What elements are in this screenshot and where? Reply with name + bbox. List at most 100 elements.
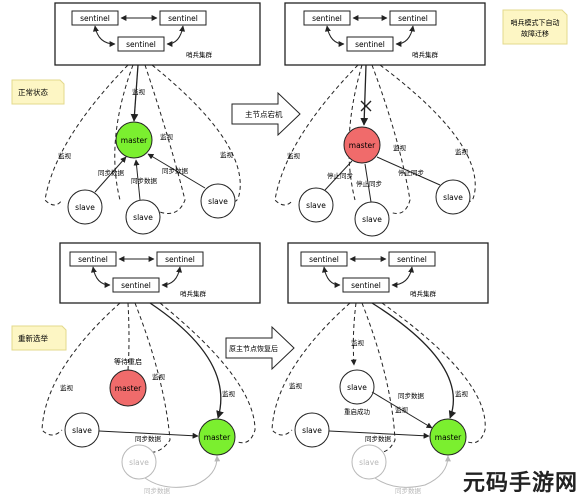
- monitor-label: 监视: [455, 389, 469, 398]
- sentinel-label: sentinel: [355, 40, 385, 49]
- cluster-label: 哨兵集群: [410, 289, 437, 298]
- failure-cross-icon: [360, 100, 372, 112]
- sentinel-label: sentinel: [80, 14, 110, 23]
- sentinel-label: sentinel: [312, 14, 342, 23]
- note-normal: 正常状态: [11, 79, 65, 105]
- slave-node: [64, 412, 100, 448]
- sync-label-faded: 同步数据: [395, 486, 422, 495]
- slave-node: [67, 189, 103, 225]
- master-node: [115, 121, 153, 159]
- stop-sync-label: 停止同步: [327, 171, 354, 180]
- cluster-label: 哨兵集群: [186, 50, 213, 59]
- monitor-label: 监视: [351, 338, 365, 347]
- sentinel-label: sentinel: [351, 281, 381, 290]
- slave-node-faded: [351, 444, 387, 480]
- cluster-label: 哨兵集群: [180, 289, 207, 298]
- monitor-label: 监视: [58, 151, 72, 160]
- slave-label: slave: [347, 383, 367, 392]
- monitor-label: 监视: [222, 389, 236, 398]
- slave-node: [294, 412, 330, 448]
- monitor-label: 监视: [455, 147, 469, 156]
- monitor-label: 监视: [393, 143, 407, 152]
- cluster-label: 哨兵集群: [412, 50, 439, 59]
- slave-label: slave: [302, 426, 322, 435]
- note-failover: 哨兵模式下自动 故障迁移: [502, 9, 568, 45]
- slave-label: slave: [443, 193, 463, 202]
- monitor-label: 监视: [287, 151, 301, 160]
- sync-label: 同步数据: [162, 166, 189, 175]
- master-label: master: [204, 433, 231, 442]
- note-reelect: 重新选举: [11, 325, 67, 351]
- stop-sync-label: 停止同步: [398, 168, 425, 177]
- sentinel-node: [388, 251, 436, 267]
- sentinel-label: sentinel: [398, 14, 428, 23]
- master-label: master: [435, 433, 462, 442]
- sync-label: 同步数据: [135, 434, 162, 443]
- slave-node: [354, 201, 390, 237]
- sentinel-label: sentinel: [165, 255, 195, 264]
- sentinel-node: [389, 10, 437, 26]
- sync-label-faded: 同步数据: [144, 486, 171, 495]
- watermark-logo: 元码手游网: [458, 462, 583, 500]
- sync-label: 同步数据: [398, 391, 425, 400]
- slave-node-faded: [121, 444, 157, 480]
- panel-master-rejoin: sentinel sentinel sentinel 哨兵集群 监视 监视 监视…: [271, 242, 489, 495]
- sentinel-node: [71, 10, 119, 26]
- arrow-master-recover-label: 原主节点恢复后: [229, 344, 278, 353]
- monitor-label: 监视: [152, 372, 166, 381]
- arrow-master-down: 主节点宕机: [231, 91, 301, 137]
- sentinel-label: sentinel: [121, 281, 151, 290]
- sentinel-label: sentinel: [168, 14, 198, 23]
- sentinel-node: [300, 251, 348, 267]
- slave-label: slave: [362, 215, 382, 224]
- sentinel-node: [156, 251, 204, 267]
- slave-label: slave: [129, 458, 149, 467]
- arrow-master-recover: 原主节点恢复后: [225, 325, 295, 371]
- panel-reelection: sentinel sentinel sentinel 哨兵集群 监视 监视 监视…: [41, 242, 261, 495]
- sentinel-label: sentinel: [126, 40, 156, 49]
- note-reelect-text: 重新选举: [18, 333, 48, 343]
- sentinel-node: [112, 277, 160, 293]
- monitor-label: 监视: [132, 87, 146, 96]
- sync-label: 同步数据: [365, 434, 392, 443]
- slave-label: slave: [75, 203, 95, 212]
- slave-label: slave: [208, 197, 228, 206]
- sync-label: 同步数据: [98, 168, 125, 177]
- monitor-label: 监视: [220, 150, 234, 159]
- slave-node: [435, 179, 471, 215]
- slave-node-former-master: [339, 369, 375, 405]
- sentinel-node: [346, 36, 394, 52]
- slave-node: [200, 183, 236, 219]
- master-label: master: [349, 141, 376, 150]
- slave-label: slave: [72, 426, 92, 435]
- sentinel-node: [159, 10, 207, 26]
- sentinel-node: [117, 36, 165, 52]
- panel-normal: sentinel sentinel sentinel 哨兵集群 监视 监视 监视…: [44, 2, 261, 235]
- wait-restart-label: 等待重启: [114, 357, 142, 366]
- master-node-down: [343, 126, 381, 164]
- slave-label: slave: [133, 213, 153, 222]
- master-label: master: [115, 384, 142, 393]
- sentinel-node: [69, 251, 117, 267]
- slave-label: slave: [359, 458, 379, 467]
- sentinel-label: sentinel: [397, 255, 427, 264]
- slave-label: slave: [306, 201, 326, 210]
- panel-master-down: sentinel sentinel sentinel 哨兵集群 监视 监视 监视…: [274, 2, 486, 237]
- monitor-label: 监视: [160, 132, 174, 141]
- slave-node: [125, 199, 161, 235]
- note-failover-line2: 故障迁移: [521, 29, 549, 38]
- master-node-new: [198, 418, 236, 456]
- sentinel-node: [342, 277, 390, 293]
- arrow-master-down-label: 主节点宕机: [245, 109, 283, 119]
- note-failover-line1: 哨兵模式下自动: [511, 18, 560, 27]
- slave-node: [298, 187, 334, 223]
- sentinel-node: [303, 10, 351, 26]
- monitor-label: 监视: [60, 383, 74, 392]
- monitor-label: 监视: [289, 381, 303, 390]
- sentinel-label: sentinel: [309, 255, 339, 264]
- sync-label: 同步数据: [131, 176, 158, 185]
- restart-ok-label: 重启成功: [344, 407, 371, 416]
- note-normal-text: 正常状态: [18, 87, 48, 97]
- master-node-new: [429, 418, 467, 456]
